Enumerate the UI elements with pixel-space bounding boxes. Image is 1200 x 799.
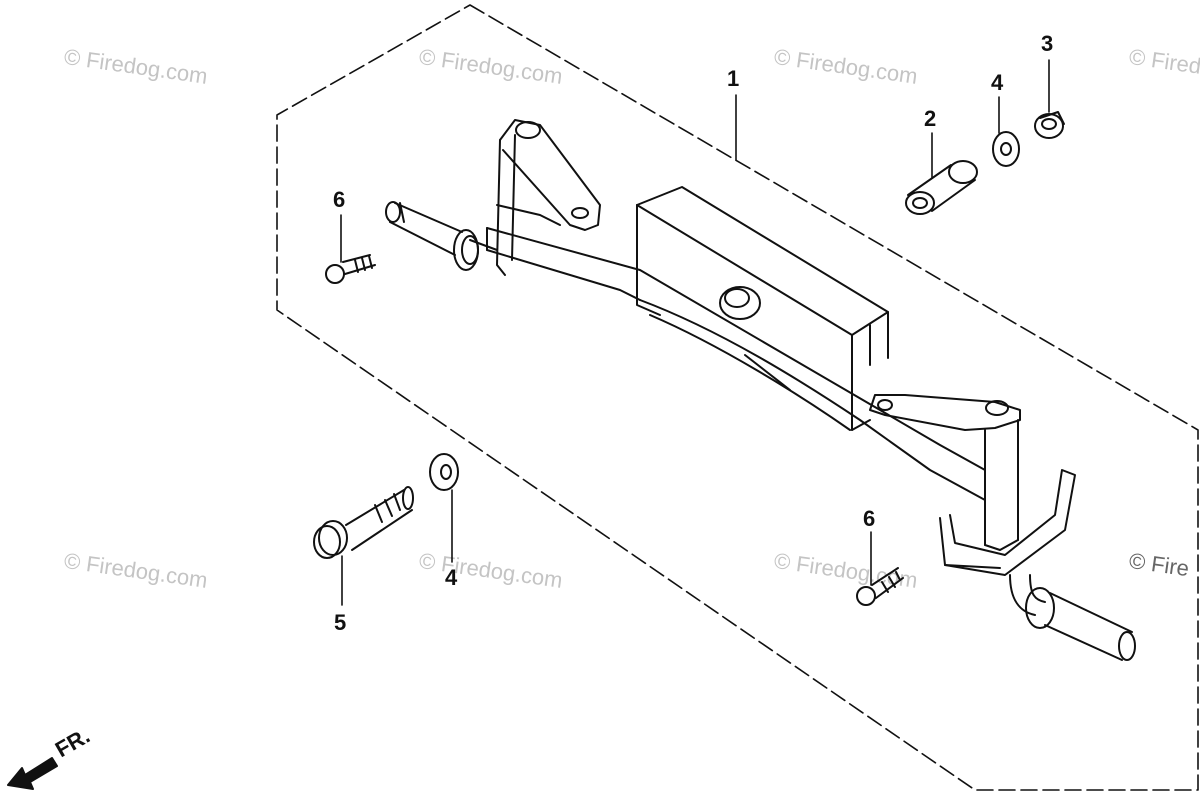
assembly-boundary (276, 4, 1199, 791)
front-axle-frame (385, 119, 1136, 661)
callout-1: 1 (727, 66, 740, 91)
leader-lines (340, 59, 1050, 606)
callout-3: 3 (1041, 31, 1054, 56)
callout-6-left: 6 (333, 187, 346, 212)
washer-part-top (992, 131, 1020, 167)
flange-bolt-part (313, 486, 414, 559)
callout-6-right: 6 (863, 506, 876, 531)
spindle-collar-left (453, 229, 479, 271)
bolt-part-6-left (325, 254, 376, 284)
callout-4-top: 4 (991, 70, 1004, 95)
pivot-boss (719, 286, 761, 320)
callout-2: 2 (924, 106, 937, 131)
callout-4-bottom: 4 (445, 565, 458, 590)
callout-5: 5 (334, 610, 347, 635)
nut-part (1034, 111, 1065, 139)
bolt-part-6-right (856, 567, 904, 606)
bushing-part (905, 160, 978, 215)
spindle-collar-right (1025, 587, 1055, 629)
front-direction-arrow-icon (7, 757, 58, 790)
washer-part-bottom (429, 453, 459, 491)
